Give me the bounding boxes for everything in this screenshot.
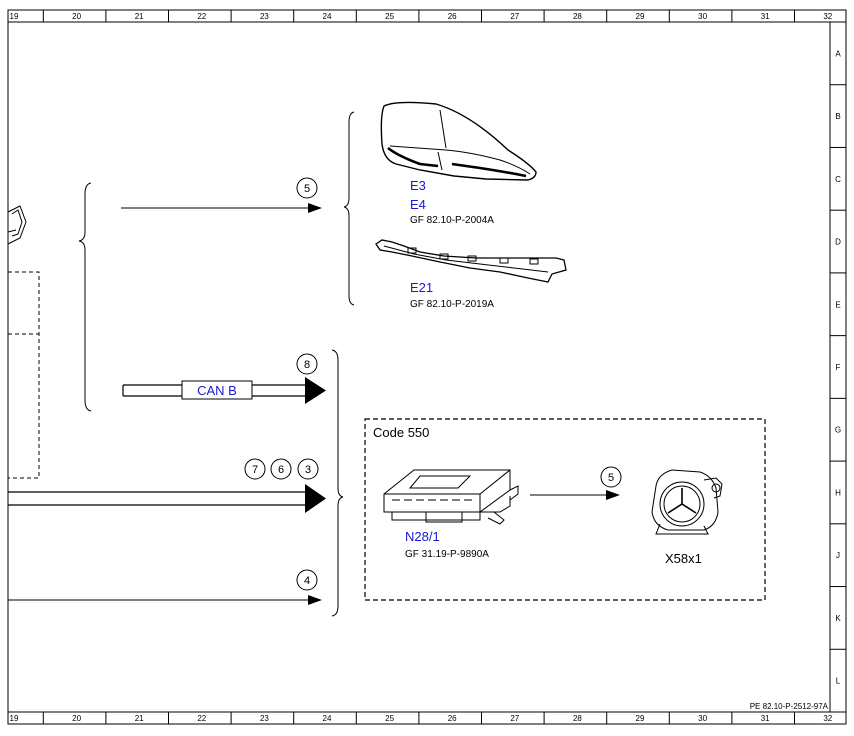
- column-label: 27: [510, 12, 519, 21]
- row-label: A: [835, 49, 841, 58]
- e3-e4-reference: GF 82.10-P-2004A: [410, 215, 494, 226]
- can-b-label: CAN B: [197, 383, 237, 398]
- marker-6-number: 6: [278, 464, 284, 476]
- row-label: D: [835, 238, 841, 247]
- column-label: 21: [135, 12, 144, 21]
- column-label: 29: [636, 714, 645, 723]
- row-label: E: [835, 300, 840, 309]
- code-550-title: Code 550: [373, 425, 429, 440]
- row-label: B: [835, 112, 840, 121]
- can-b-bus: [122, 377, 326, 404]
- column-label: 24: [323, 12, 332, 21]
- column-label: 31: [761, 714, 770, 723]
- column-label: 30: [698, 714, 707, 723]
- marker-can-number: 8: [304, 359, 310, 371]
- column-label: 24: [323, 714, 332, 723]
- column-label: 22: [197, 714, 206, 723]
- column-label: 28: [573, 12, 582, 21]
- top-column-ruler: 19 20 21 22 23 24 25 26 27 28 29 30 31 32: [10, 10, 833, 22]
- column-label: 23: [260, 12, 269, 21]
- marker-circle-top: [296, 177, 318, 199]
- bundle-line-763: [8, 484, 326, 513]
- marker-code-number: 5: [608, 472, 614, 484]
- column-label: 19: [10, 714, 19, 723]
- marker-circle-3: [297, 458, 319, 480]
- column-label: 19: [10, 12, 19, 21]
- row-label: K: [835, 614, 841, 623]
- row-label: H: [835, 488, 841, 497]
- n28-1-label: N28/1: [405, 529, 440, 544]
- tail-lamp-e3-e4: [380, 101, 537, 181]
- row-label: G: [835, 426, 841, 435]
- brake-lamp-e21: [375, 239, 567, 283]
- x58x1-label: X58x1: [665, 551, 702, 566]
- control-module-n28-1: [383, 469, 519, 525]
- marker-top-number: 5: [304, 183, 310, 195]
- e21-reference: GF 82.10-P-2019A: [410, 299, 494, 310]
- row-ruler: A B C D E F G H J K L: [830, 49, 846, 686]
- e4-label: E4: [410, 197, 426, 212]
- column-label: 32: [823, 714, 832, 723]
- row-label: L: [836, 677, 841, 686]
- partial-component-left: [7, 205, 27, 245]
- arrowhead-bottom: [308, 595, 322, 605]
- column-label: 26: [448, 12, 457, 21]
- column-label: 32: [823, 12, 832, 21]
- column-label: 28: [573, 714, 582, 723]
- e3-label: E3: [410, 178, 426, 193]
- marker-bottom-number: 4: [304, 575, 310, 587]
- column-label: 27: [510, 714, 519, 723]
- column-label: 22: [197, 12, 206, 21]
- marker-circle-code: [600, 466, 622, 488]
- column-label: 26: [448, 714, 457, 723]
- marker-circle-6: [270, 458, 292, 480]
- n28-1-reference: GF 31.19-P-9890A: [405, 549, 489, 560]
- column-label: 25: [385, 714, 394, 723]
- column-label: 30: [698, 12, 707, 21]
- arrowhead-top: [308, 203, 322, 213]
- column-label: 25: [385, 12, 394, 21]
- document-reference: PE 82.10-P-2512-97A: [750, 702, 829, 711]
- marker-circle-bottom: [296, 569, 318, 591]
- row-label: J: [836, 551, 840, 560]
- lower-group-brace: [331, 349, 344, 617]
- marker-circle-7: [244, 458, 266, 480]
- column-label: 20: [72, 12, 81, 21]
- column-label: 29: [636, 12, 645, 21]
- row-label: F: [836, 363, 841, 372]
- column-label: 21: [135, 714, 144, 723]
- bottom-column-ruler: 19 20 21 22 23 24 25 26 27 28 29 30 31 32: [10, 712, 833, 724]
- arrowhead-code: [606, 490, 620, 500]
- code-550-box: [364, 418, 766, 601]
- marker-3-number: 3: [305, 464, 311, 476]
- column-label: 23: [260, 714, 269, 723]
- left-dashed-box: [8, 271, 40, 479]
- connector-x58x1: [651, 469, 723, 535]
- column-label: 31: [761, 12, 770, 21]
- row-label: C: [835, 175, 841, 184]
- tail-lamp-brace: [343, 111, 355, 306]
- marker-7-number: 7: [252, 464, 258, 476]
- left-brace: [78, 182, 92, 412]
- column-label: 20: [72, 714, 81, 723]
- e21-label: E21: [410, 280, 433, 295]
- marker-circle-can: [296, 353, 318, 375]
- diagram-frame: [7, 9, 847, 725]
